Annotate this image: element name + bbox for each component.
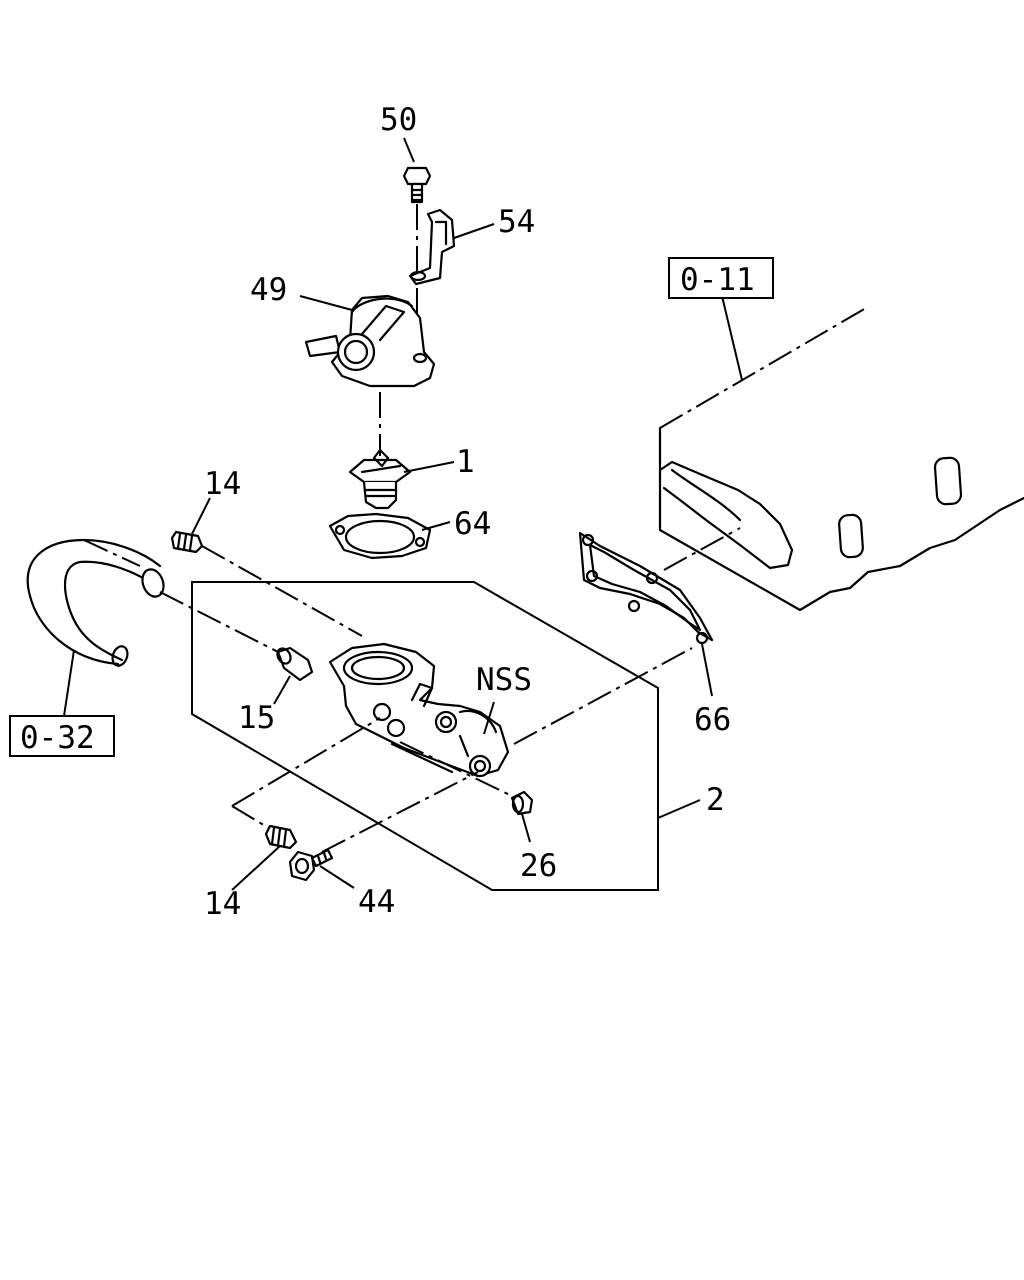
- thermostat-body: [328, 642, 510, 778]
- gasket-66: 66: [578, 531, 731, 738]
- callout-15: 15: [238, 700, 275, 736]
- callout-14-top: 14: [204, 466, 241, 502]
- engine-block: [658, 307, 1024, 612]
- thermostat-housing-49: 49: [250, 272, 436, 388]
- centerline-plug-14-bottom-b: [231, 805, 273, 831]
- gasket-64: 64: [328, 506, 491, 560]
- centerline-hose-pipe: [159, 591, 287, 657]
- bracket-54: 54: [408, 204, 535, 286]
- callout-26: 26: [520, 848, 557, 884]
- centerline-plug-14-top: [201, 545, 363, 637]
- callout-44: 44: [358, 884, 395, 920]
- centerline-block-gasket: [663, 527, 741, 571]
- callout-14-bottom: 14: [204, 886, 241, 922]
- centerline-plug-14-bottom-a: [231, 717, 381, 807]
- plug-14-top: 14: [170, 466, 241, 554]
- reference-label-0-11: 0-11: [680, 262, 755, 298]
- callout-54: 54: [498, 204, 535, 240]
- callout-50: 50: [380, 102, 417, 138]
- thermostat-1: 1: [348, 444, 475, 510]
- bolt-44: 44: [288, 848, 395, 920]
- hose: [26, 538, 165, 717]
- centerline-body-gasket: [513, 647, 693, 745]
- centerline-bolt-44: [321, 771, 479, 853]
- callout-66: 66: [694, 702, 731, 738]
- callout-2: 2: [706, 782, 725, 818]
- callout-nss: NSS: [476, 662, 532, 698]
- centerline-body-plug-26: [399, 741, 513, 797]
- reference-0-11: 0-11: [668, 257, 774, 381]
- reference-0-32: 0-32: [9, 715, 115, 757]
- plug-26: 26: [510, 790, 557, 884]
- plug-14-bottom: 14: [204, 824, 298, 922]
- callout-1: 1: [456, 444, 475, 480]
- assembly-outline-2: 2: [191, 581, 725, 891]
- reference-label-0-32: 0-32: [20, 720, 95, 756]
- bolt-50: 50: [380, 102, 432, 204]
- nss-marker: NSS: [476, 662, 532, 735]
- pipe-15: 15: [238, 646, 314, 736]
- callout-64: 64: [454, 506, 491, 542]
- callout-49: 49: [250, 272, 287, 308]
